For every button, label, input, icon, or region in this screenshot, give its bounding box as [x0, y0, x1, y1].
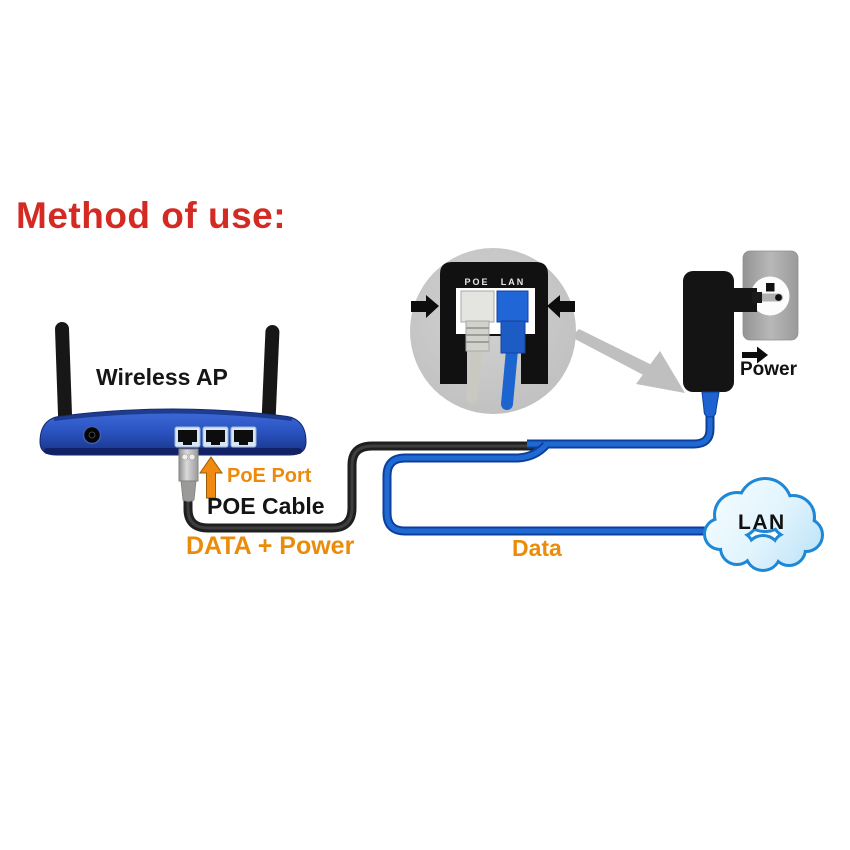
data-cable-line	[382, 441, 714, 536]
arrow-right-icon	[411, 295, 439, 318]
magnifier-pointer-arrow	[571, 329, 685, 393]
power-adapter	[683, 271, 762, 418]
injector-poe-port-label: POE	[464, 277, 489, 287]
poe-plug	[460, 290, 495, 404]
page-title: Method of use:	[16, 195, 287, 236]
adapter-dc-plug	[701, 391, 720, 418]
poe-cable-label: POE Cable	[207, 493, 325, 519]
lan-plug	[496, 290, 529, 410]
data-label: Data	[512, 535, 562, 561]
poe-port-arrow-icon	[199, 456, 223, 499]
adapter-cable-line	[527, 414, 715, 449]
rj45-connector	[178, 448, 199, 502]
lan-cloud	[703, 477, 824, 572]
wall-outlet	[742, 250, 799, 341]
arrow-left-icon	[547, 295, 575, 318]
magnifier-circle: POE LAN	[410, 248, 685, 414]
wireless-ap-device	[39, 322, 307, 502]
lan-cloud-label: LAN	[738, 511, 786, 534]
wireless-ap-label: Wireless AP	[96, 364, 228, 390]
power-label: Power	[740, 359, 798, 380]
data-power-label: DATA + Power	[186, 532, 355, 560]
ethernet-port	[230, 426, 257, 448]
injector-lan-port-label: LAN	[501, 277, 526, 287]
ethernet-port	[202, 426, 229, 448]
power-arrow-icon	[742, 346, 768, 364]
poe-port-label: PoE Port	[227, 465, 312, 487]
ethernet-port	[174, 426, 201, 448]
poe-cable-line	[183, 441, 545, 533]
